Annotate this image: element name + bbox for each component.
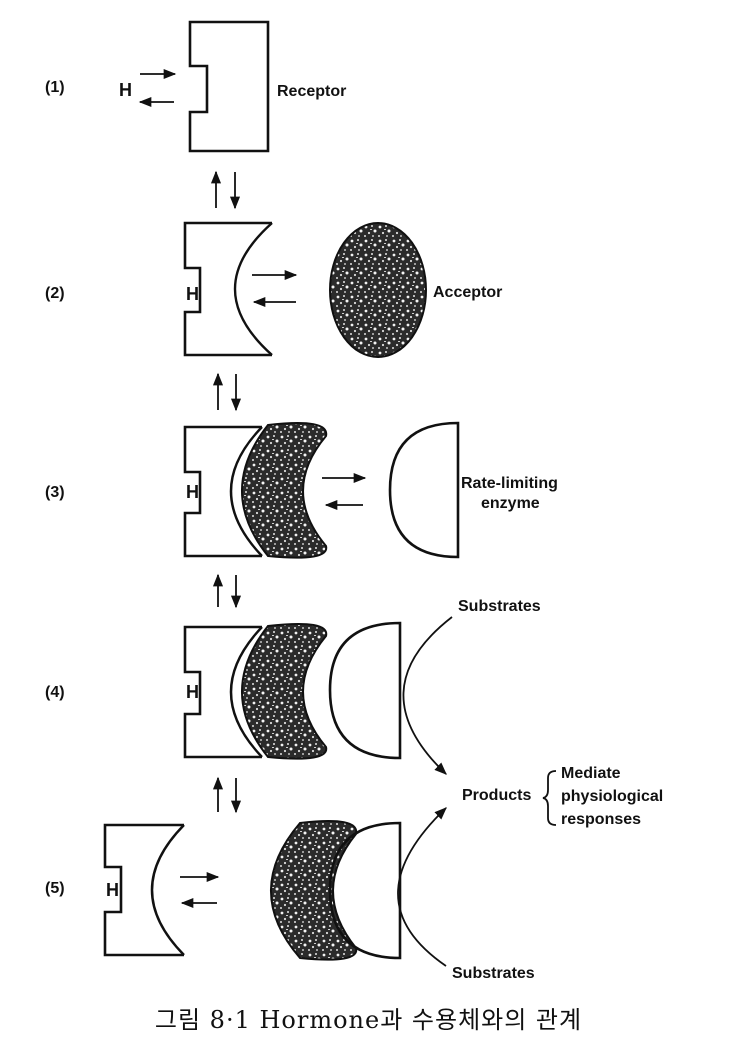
hormone-receptor-diagram: (1) H Receptor (2) H Acceptor (3) H Rate… — [45, 20, 663, 982]
rate-limiting-enzyme-shape — [328, 621, 402, 760]
effect-line1: Mediate — [561, 765, 621, 782]
step-3-number: (3) — [45, 484, 65, 501]
receptor-concave-edge — [229, 626, 263, 758]
acceptor-shape — [329, 222, 427, 358]
hormone-label: H — [186, 284, 199, 304]
step-1-number: (1) — [45, 79, 65, 96]
receptor-shape — [183, 221, 272, 357]
step-4-number: (4) — [45, 684, 65, 701]
rate-limiting-enzyme-shape — [328, 821, 402, 960]
receptor-shape — [188, 20, 270, 153]
effect-line2: physiological — [561, 788, 663, 805]
hormone-label: H — [106, 880, 119, 900]
products-brace — [542, 770, 557, 826]
receptor-shape — [183, 625, 262, 759]
acceptor-label: Acceptor — [433, 284, 502, 301]
receptor-shape — [183, 425, 262, 558]
hormone-label: H — [119, 80, 132, 100]
products-label: Products — [462, 787, 531, 804]
receptor-label: Receptor — [277, 83, 346, 100]
reaction-curve-arrow — [397, 807, 447, 967]
enzyme-label-line1: Rate-limiting — [461, 475, 558, 492]
hormone-label: H — [186, 682, 199, 702]
enzyme-label-line2: enzyme — [481, 495, 540, 512]
receptor-concave-edge — [229, 426, 263, 557]
hormone-label: H — [186, 482, 199, 502]
receptor-concave-edge — [150, 824, 185, 956]
effect-line3: responses — [561, 811, 641, 828]
reaction-curve-arrow — [402, 616, 453, 775]
acceptor-crescent — [241, 623, 328, 760]
rate-limiting-enzyme-shape — [388, 421, 460, 559]
step-2-number: (2) — [45, 285, 65, 302]
receptor-shape — [103, 823, 184, 957]
acceptor-crescent — [270, 820, 358, 961]
figure-caption: 그림 8·1 Hormone과 수용체와의 관계 — [154, 1006, 583, 1034]
acceptor-crescent — [241, 422, 328, 559]
step-5-number: (5) — [45, 880, 65, 897]
substrates-label: Substrates — [458, 598, 541, 615]
substrates-label: Substrates — [452, 965, 535, 982]
receptor-concave-edge — [233, 222, 273, 356]
